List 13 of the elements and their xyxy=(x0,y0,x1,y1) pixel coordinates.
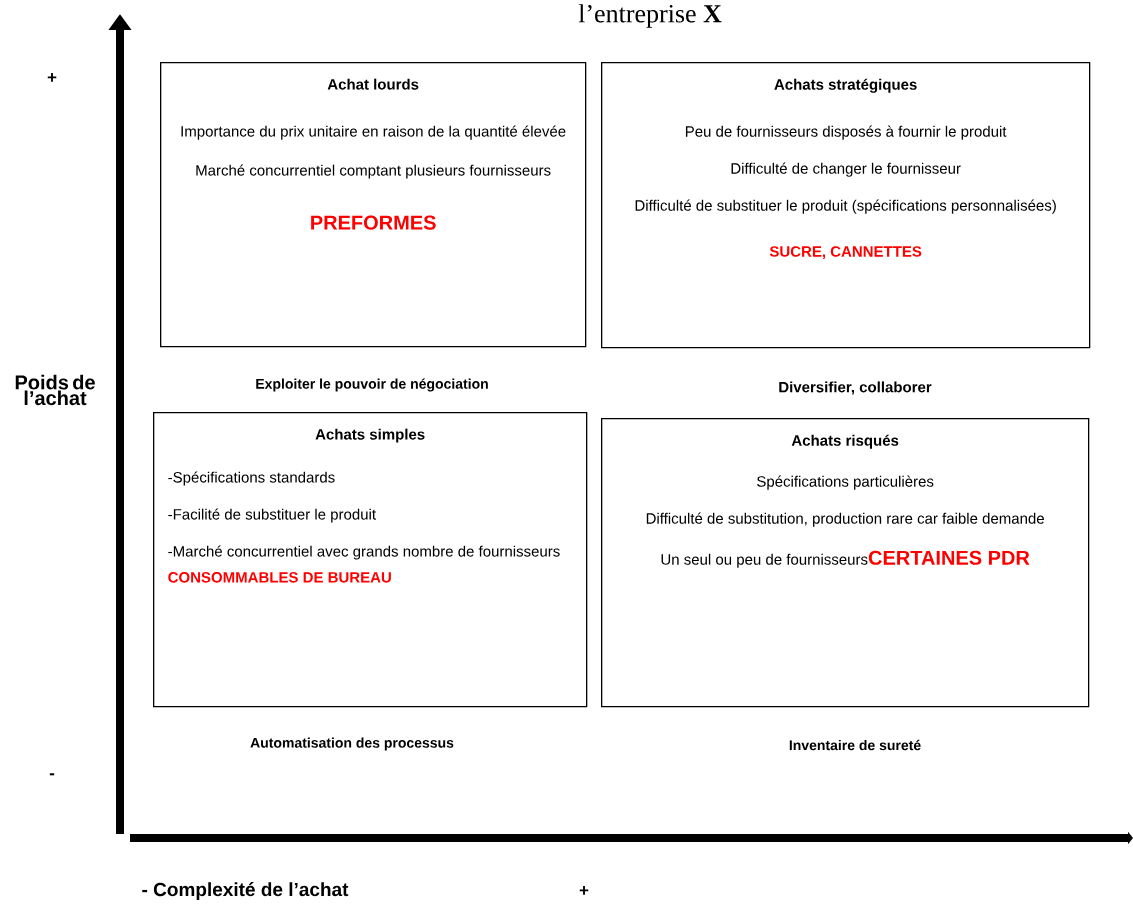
axis-sign: - xyxy=(49,773,55,776)
quadrant-box: Achat lourds Importance du prix unitaire en raison de la quantité élevée Marché concurrentiel comptant plusieurs fournisseurs PREFORMES xyxy=(160,62,587,348)
strategy-label: Automatisation des processus xyxy=(250,737,454,751)
axis-label: - Complexité de l’achat xyxy=(142,882,349,900)
title: l’entreprise X xyxy=(578,4,722,28)
quadrant-box: Achats stratégiques Peu de fournisseurs disposés à fournir le produit Difficulté de changer le fournisseur Difficulté de substituer le produit (spécifications personnalisées) SUCRE, CANNETTES xyxy=(601,62,1091,349)
axis-sign: + xyxy=(579,886,589,895)
quadrant-box: Achats simples -Spécifications standards -Facilité de substituer le produit -Marché concurrentiel avec grands nombre de fournisseurs CONSOMMABLES DE BUREAU xyxy=(153,412,588,708)
strategy-label: Inventaire de sureté xyxy=(789,739,921,751)
axis-sign: + xyxy=(47,73,57,82)
strategy-label: Diversifier, collaborer xyxy=(779,381,932,395)
axis-label: Poids de l’achat xyxy=(15,374,95,406)
strategy-label: Exploiter le pouvoir de négociation xyxy=(256,378,488,392)
